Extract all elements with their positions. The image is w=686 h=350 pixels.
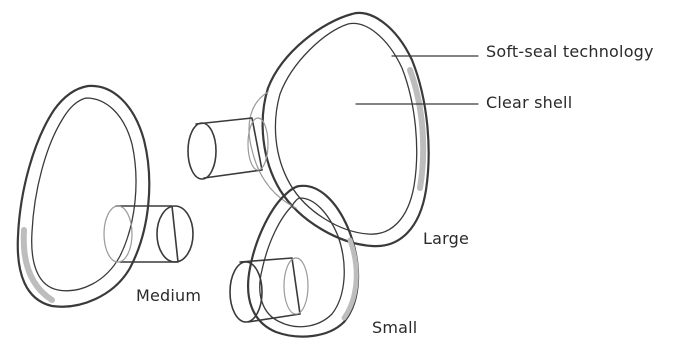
large-mask-seal-inner	[275, 23, 416, 234]
large-mask	[188, 13, 429, 246]
clear-shell-label: Clear shell	[486, 93, 572, 112]
soft-seal-label: Soft-seal technology	[486, 42, 654, 61]
large-mask-tube-opening	[188, 123, 216, 179]
small-mask-shade	[344, 240, 356, 318]
large-mask-tube	[196, 118, 262, 178]
medium-mask-tube-base	[104, 206, 132, 262]
small-mask-tube-opening	[230, 262, 262, 322]
small-size-label: Small	[372, 318, 417, 337]
medium-size-label: Medium	[136, 286, 201, 305]
medium-mask	[18, 86, 193, 307]
large-size-label: Large	[423, 229, 469, 248]
